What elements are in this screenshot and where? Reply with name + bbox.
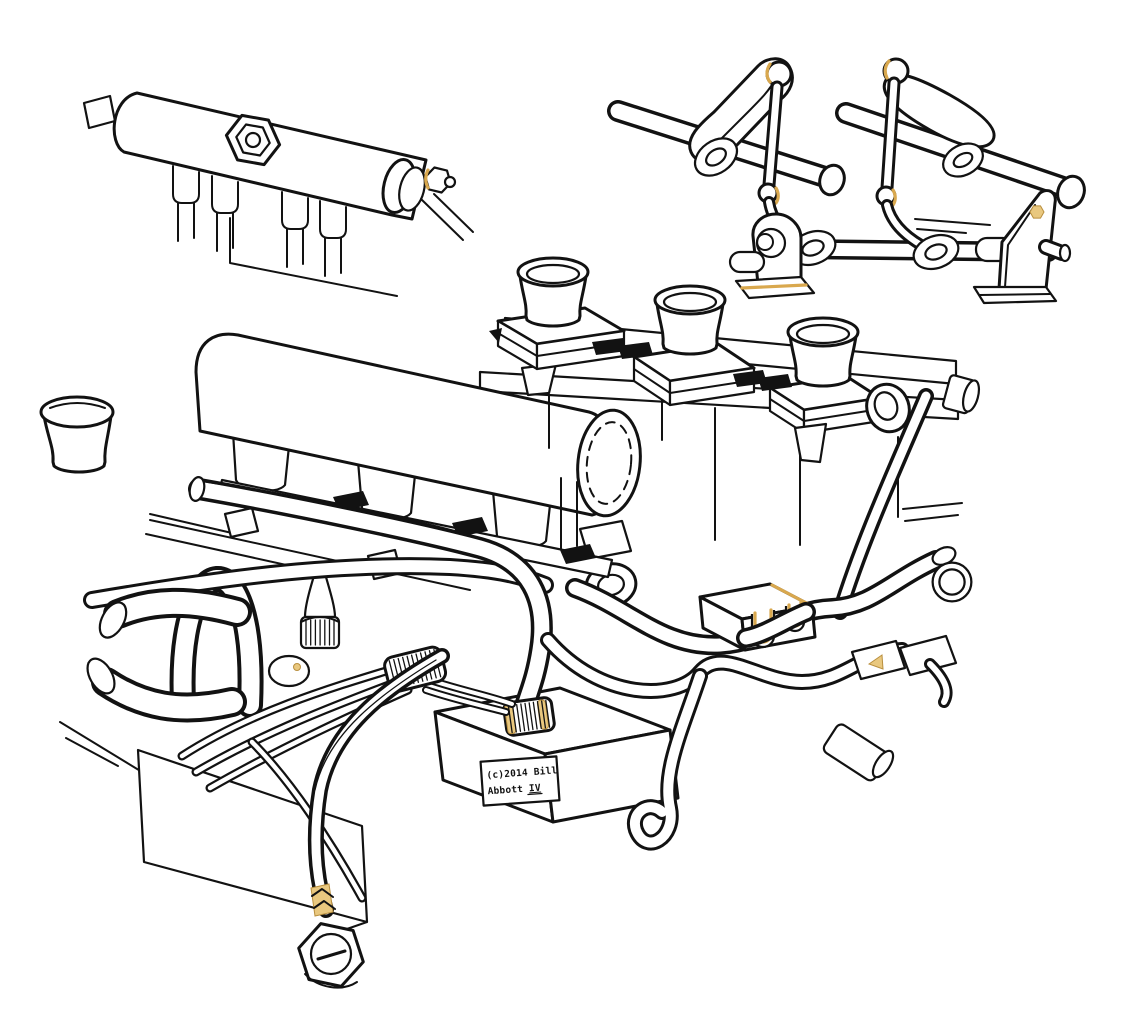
rail-end-stub xyxy=(82,94,117,130)
copyright-line-2: Abbott IV xyxy=(487,783,541,798)
rail-end-collar xyxy=(381,158,474,241)
left-bracket xyxy=(728,212,816,300)
intake-plenum xyxy=(194,332,642,549)
gold-wedge xyxy=(867,654,884,670)
right-bracket xyxy=(972,189,1072,305)
wiring-harness: (c)2014 Bill Abbott IV xyxy=(59,382,973,989)
gasket-marks xyxy=(489,328,792,391)
ecu-module: (c)2014 Bill Abbott IV xyxy=(433,686,680,824)
block-edge-lines xyxy=(59,513,233,773)
support-post xyxy=(560,477,578,561)
clamp-tab-1 xyxy=(223,506,260,539)
plate3-wedge xyxy=(793,422,828,464)
elbow-boot-2 xyxy=(86,657,247,723)
copyright-label: (c)2014 Bill Abbott IV xyxy=(479,755,561,807)
leader-line xyxy=(229,217,398,297)
drop-cable xyxy=(307,648,450,918)
injector-with-boot xyxy=(299,561,341,650)
rod-end xyxy=(818,163,846,197)
throttle-linkage xyxy=(607,57,1086,305)
port-hole xyxy=(267,654,311,688)
bellcrank-band xyxy=(688,57,794,163)
velocity-stacks xyxy=(489,256,899,546)
head-face-lines xyxy=(145,519,471,591)
left-bellcrank-unit xyxy=(607,57,846,300)
ribbed-gold-connector xyxy=(502,696,556,737)
single-velocity-stack xyxy=(39,395,115,474)
copyright-line-1: (c)2014 Bill xyxy=(486,765,558,781)
stack-2 xyxy=(653,284,727,356)
fuel-rail-drop-tube xyxy=(188,476,553,714)
fuel-rail xyxy=(82,91,474,297)
mounting-studs xyxy=(548,395,899,546)
gold-pivot-hole xyxy=(1029,205,1045,219)
center-hex-fitting xyxy=(224,113,282,167)
right-bellcrank-unit xyxy=(835,57,1086,305)
clamp-bracket xyxy=(698,582,817,652)
stack-1 xyxy=(516,256,590,328)
injector-stubs xyxy=(172,165,347,277)
rod-end xyxy=(1056,174,1086,210)
bellcrank-blade xyxy=(882,73,996,149)
hex-drain-fitting xyxy=(297,922,365,989)
elbow-boot-1 xyxy=(98,587,252,639)
stack-3 xyxy=(786,316,860,388)
